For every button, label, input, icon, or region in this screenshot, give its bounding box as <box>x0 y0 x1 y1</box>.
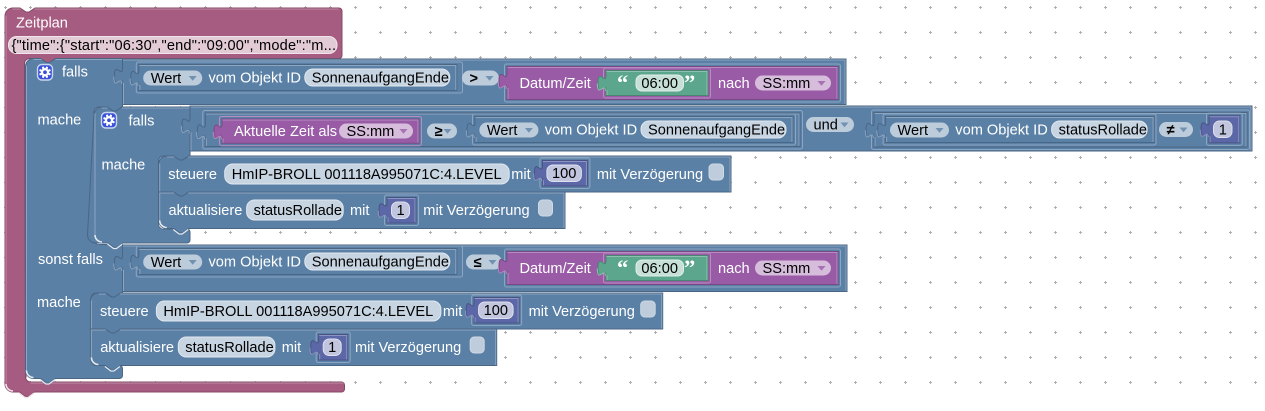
svg-text:mit: mit <box>443 304 462 320</box>
svg-text:≥: ≥ <box>435 124 443 140</box>
svg-text:vom Objekt ID: vom Objekt ID <box>955 123 1047 139</box>
svg-text:mache: mache <box>102 158 146 174</box>
svg-text:aktualisiere: aktualisiere <box>169 203 243 219</box>
svg-text:{"time":{"start":"06:30","end": {"time":{"start":"06:30","end":"09:00","… <box>12 38 337 54</box>
svg-text:und: und <box>814 118 838 134</box>
svg-text:SonnenaufgangEnde: SonnenaufgangEnde <box>312 71 449 87</box>
svg-text:100: 100 <box>484 303 508 319</box>
svg-text:vom Objekt ID: vom Objekt ID <box>545 123 637 139</box>
svg-text:06:00: 06:00 <box>641 76 678 92</box>
svg-text:mache: mache <box>38 113 82 129</box>
svg-text:1: 1 <box>1219 122 1227 138</box>
svg-text:SonnenaufgangEnde: SonnenaufgangEnde <box>312 255 449 271</box>
svg-text:Wert: Wert <box>487 123 518 139</box>
svg-text:nach: nach <box>718 76 750 92</box>
svg-text:Datum/Zeit: Datum/Zeit <box>520 76 591 92</box>
svg-text:mit: mit <box>350 203 369 219</box>
svg-text:mit: mit <box>282 340 301 356</box>
svg-text:Datum/Zeit: Datum/Zeit <box>520 261 591 277</box>
svg-text:Wert: Wert <box>151 255 182 271</box>
svg-text:1: 1 <box>396 203 404 219</box>
svg-text:≤: ≤ <box>474 255 482 271</box>
svg-text:falls: falls <box>129 114 155 130</box>
svg-text:steuere: steuere <box>168 167 217 183</box>
svg-text:statusRollade: statusRollade <box>1059 123 1147 139</box>
svg-text:mit Verzögerung: mit Verzögerung <box>423 203 529 219</box>
svg-text:“: “ <box>617 255 628 280</box>
svg-text:Aktuelle Zeit als: Aktuelle Zeit als <box>234 124 337 140</box>
svg-text:Wert: Wert <box>898 123 929 139</box>
svg-text:“: “ <box>617 70 628 95</box>
svg-text:mit Verzögerung: mit Verzögerung <box>529 304 635 320</box>
svg-text:HmIP-BROLL 001118A995071C:4.LE: HmIP-BROLL 001118A995071C:4.LEVEL <box>163 304 433 320</box>
svg-text:falls: falls <box>62 64 88 80</box>
svg-text:SonnenaufgangEnde: SonnenaufgangEnde <box>648 123 785 139</box>
svg-text:mit Verzögerung: mit Verzögerung <box>355 340 461 356</box>
svg-text:vom Objekt ID: vom Objekt ID <box>209 71 301 87</box>
svg-text:mit Verzögerung: mit Verzögerung <box>597 167 703 183</box>
svg-text:aktualisiere: aktualisiere <box>100 340 174 356</box>
svg-text:SS:mm: SS:mm <box>763 76 811 92</box>
svg-text:”: ” <box>684 255 695 280</box>
svg-text:>: > <box>470 71 479 87</box>
svg-text:”: ” <box>684 70 695 95</box>
svg-text:sonst falls: sonst falls <box>38 252 103 268</box>
svg-text:HmIP-BROLL 001118A995071C:4.LE: HmIP-BROLL 001118A995071C:4.LEVEL <box>232 167 502 183</box>
svg-text:statusRollade: statusRollade <box>254 203 342 219</box>
svg-text:06:00: 06:00 <box>641 261 678 277</box>
svg-text:mit: mit <box>511 167 530 183</box>
svg-text:SS:mm: SS:mm <box>347 124 395 140</box>
svg-text:Wert: Wert <box>151 71 182 87</box>
svg-text:statusRollade: statusRollade <box>185 340 273 356</box>
svg-text:vom Objekt ID: vom Objekt ID <box>209 255 301 271</box>
svg-text:100: 100 <box>552 166 576 182</box>
svg-text:≠: ≠ <box>1167 123 1175 139</box>
svg-text:1: 1 <box>328 340 336 356</box>
svg-text:mache: mache <box>37 295 81 311</box>
svg-text:SS:mm: SS:mm <box>763 261 811 277</box>
svg-text:Zeitplan: Zeitplan <box>16 16 68 32</box>
svg-text:steuere: steuere <box>100 304 149 320</box>
svg-text:nach: nach <box>718 261 750 277</box>
